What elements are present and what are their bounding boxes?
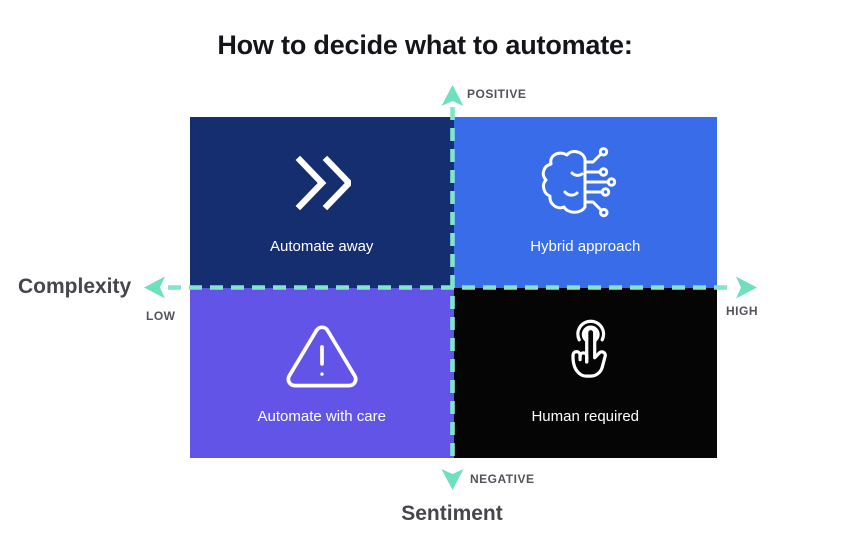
quadrant-matrix: Automate away: [190, 117, 717, 458]
axis-tick-positive: POSITIVE: [467, 87, 527, 101]
page-title: How to decide what to automate:: [217, 30, 633, 60]
quadrant-automate-with-care: Automate with care: [190, 287, 454, 458]
quadrant-label: Hybrid approach: [530, 237, 641, 255]
brain-circuit-icon: [539, 144, 631, 222]
tap-hand-icon: [554, 314, 616, 392]
quadrant-hybrid-approach: Hybrid approach: [453, 117, 717, 288]
quadrant-label: Automate away: [270, 237, 374, 255]
quadrant-human-required: Human required: [453, 287, 717, 458]
warning-triangle-icon: [283, 314, 361, 392]
axis-tick-negative: NEGATIVE: [470, 472, 535, 486]
axis-name-complexity: Complexity: [18, 275, 132, 298]
arrow-left-icon: [144, 276, 165, 299]
quadrant-label: Human required: [531, 408, 640, 426]
fast-forward-icon: [293, 144, 351, 222]
quadrant-automate-away: Automate away: [190, 117, 454, 288]
axis-name-sentiment: Sentiment: [401, 502, 503, 525]
axis-tick-high: HIGH: [726, 304, 758, 318]
arrow-up-icon: [441, 85, 464, 106]
arrow-right-icon: [736, 276, 757, 299]
quadrant-label: Automate with care: [257, 408, 386, 426]
axis-tick-low: LOW: [146, 309, 176, 323]
arrow-down-icon: [441, 469, 464, 490]
